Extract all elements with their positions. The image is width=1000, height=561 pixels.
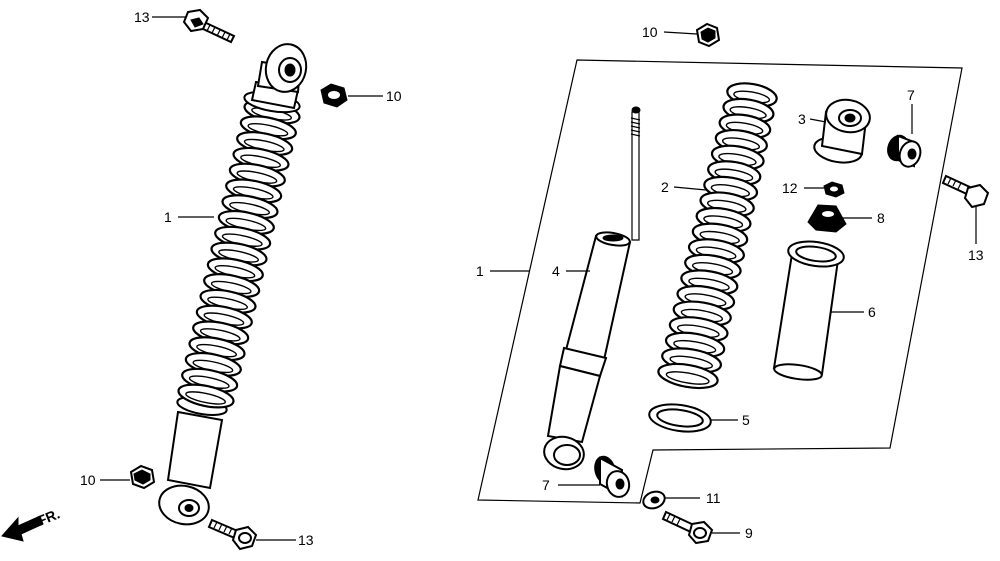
callout-9: 9 [745, 525, 753, 541]
callout-7-bottom: 7 [542, 477, 550, 493]
callout-1-right: 1 [476, 263, 484, 279]
assembled-rear-shock [158, 43, 308, 526]
bushing-part-7-bottom [594, 455, 631, 498]
assembly-boundary-outline [477, 59, 963, 504]
callout-1-left: 1 [164, 209, 172, 225]
washer-part-5 [648, 403, 712, 433]
spring-part-2-coil-inner [665, 371, 710, 385]
nut-10-top-right [695, 22, 721, 48]
bump-stop-part-8 [807, 204, 847, 233]
callout-13-bottom-left: 13 [298, 532, 314, 548]
bushing-part-7-top [887, 134, 922, 168]
callout-7-top: 7 [907, 87, 915, 103]
assembled-spring-coil-inner [185, 391, 227, 405]
bolt-13-top-left [182, 8, 236, 44]
assembled-spring [177, 99, 301, 409]
direction-label: FR. [35, 505, 62, 528]
callout-11: 11 [706, 490, 721, 506]
callout-6: 6 [868, 304, 876, 320]
bolt-13-bottom-left [207, 518, 258, 551]
upper-mount-part-3 [813, 98, 871, 164]
dust-boot-part-6 [772, 240, 845, 381]
nut-part-12 [823, 181, 845, 198]
callout-5: 5 [742, 412, 750, 428]
callout-13-top-left: 13 [134, 9, 150, 25]
front-direction-arrow: FR. [1, 505, 62, 542]
nut-10-bottom-left [129, 464, 156, 490]
callout-4: 4 [552, 263, 560, 279]
callout-10-top-right: 10 [642, 24, 658, 40]
bolt-part-9 [661, 510, 714, 545]
damper-part-4 [543, 106, 641, 471]
callout-10-top-left: 10 [386, 88, 402, 104]
bolt-13-right [941, 174, 990, 209]
callout-12: 12 [782, 180, 798, 196]
spring-part-2 [657, 82, 778, 390]
leader-lines [100, 16, 977, 541]
callout-2: 2 [661, 179, 669, 195]
callout-13-right: 13 [968, 247, 984, 263]
callout-10-bottom-left: 10 [80, 472, 96, 488]
callout-8: 8 [877, 210, 885, 226]
nut-10-top-left [320, 83, 348, 108]
washer-part-11 [642, 490, 666, 510]
callout-3: 3 [798, 111, 806, 127]
